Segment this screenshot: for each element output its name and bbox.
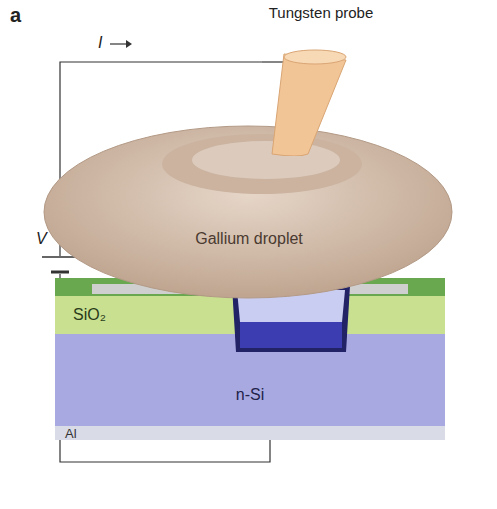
- probe-node: Tungsten probe: [262, 4, 380, 156]
- node-label: n-Si: [55, 386, 445, 404]
- node-label: Gallium droplet: [42, 230, 456, 248]
- voltage-label: V: [36, 230, 47, 248]
- node-label: Tungsten probe: [262, 4, 380, 21]
- droplet-node: Gallium droplet: [42, 118, 456, 300]
- battery-short-plate: [51, 271, 69, 274]
- current-arrowhead: [126, 40, 132, 48]
- droplet-node-shape: [42, 118, 456, 300]
- droplet-body: [44, 126, 452, 298]
- oxide-layer-node: SiO₂: [55, 296, 445, 334]
- battery-gap: [50, 256, 70, 274]
- probe-node-shape: [262, 4, 380, 156]
- current-label: I: [98, 34, 102, 52]
- panel-letter: a: [10, 4, 21, 27]
- al-layer: [55, 426, 445, 440]
- well-bottom: [240, 322, 342, 348]
- droplet-dimple: [192, 141, 340, 179]
- node-label: Al: [65, 426, 445, 441]
- silicon-layer-node: n-Si: [55, 334, 445, 426]
- droplet-rim: [162, 134, 362, 194]
- probe-top: [284, 50, 346, 64]
- node-label: SiO₂: [73, 306, 445, 324]
- al-layer-node: Al: [55, 426, 445, 440]
- current-arrow: [110, 43, 126, 44]
